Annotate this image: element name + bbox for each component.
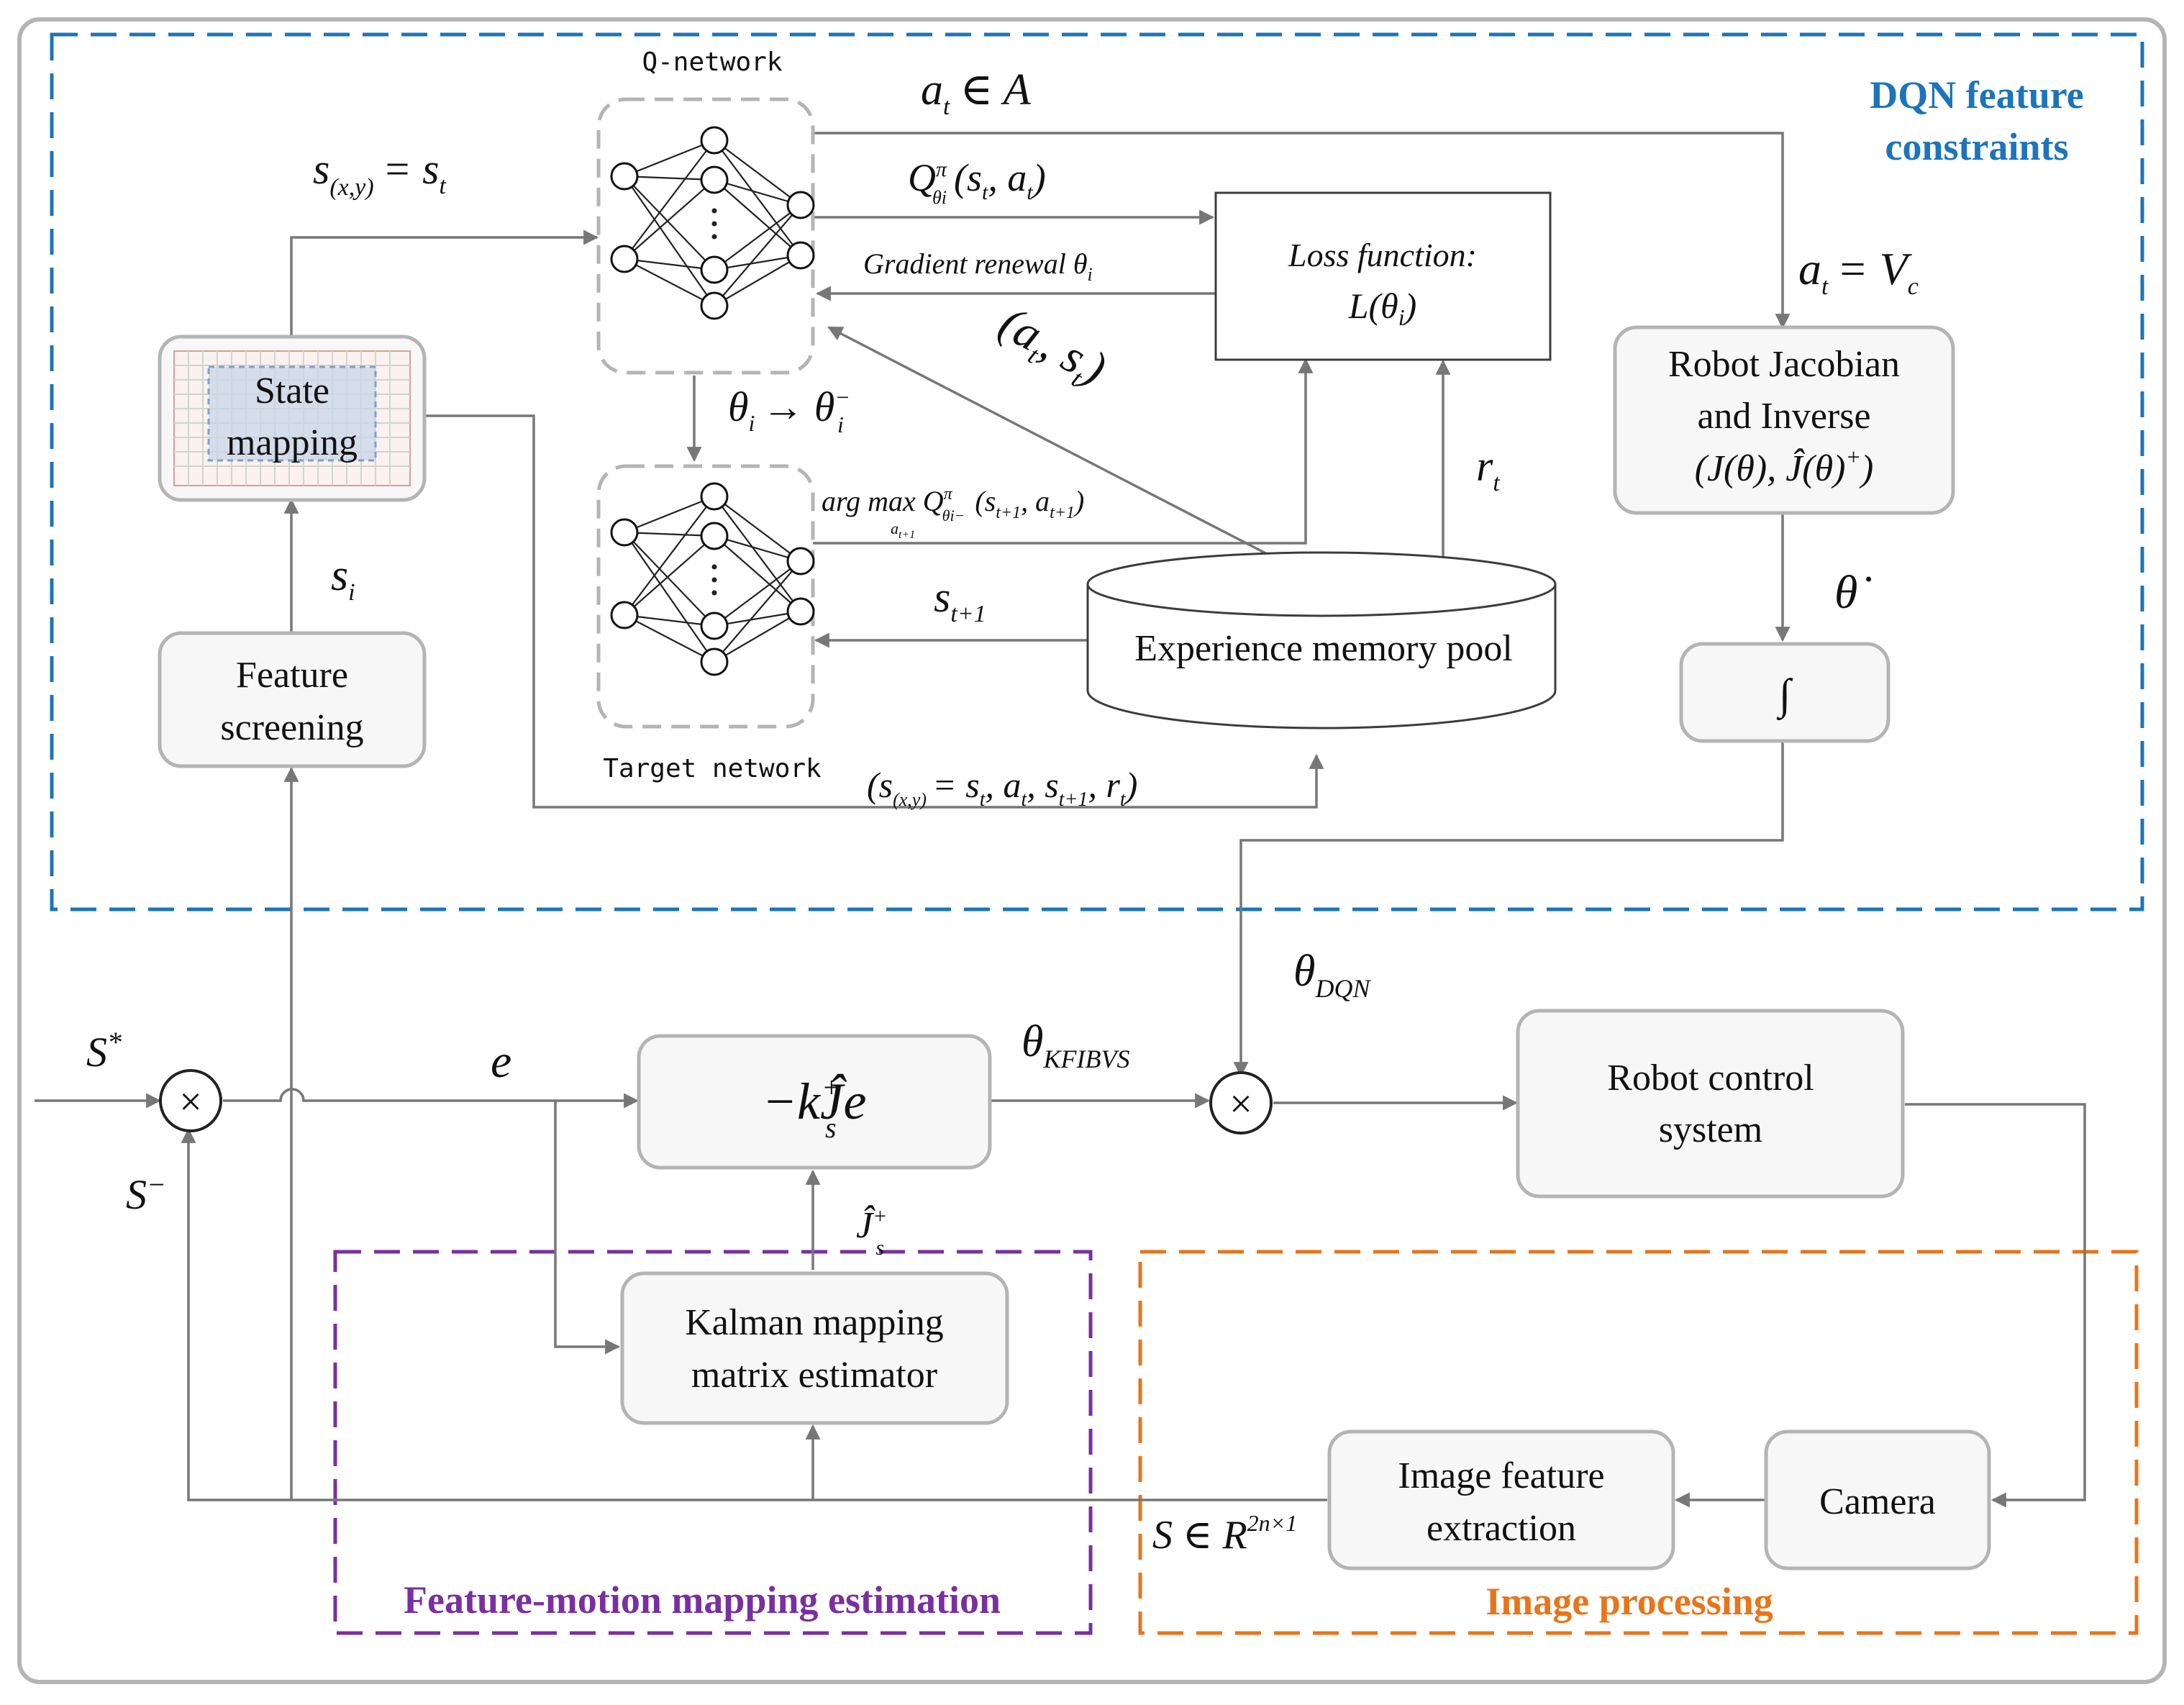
mapping-region-frame: [333, 1250, 1093, 1635]
kalman-label-line1: Kalman mapping: [685, 1302, 944, 1343]
neuron-node: [700, 165, 729, 194]
feature-screening-block: Feature screening: [158, 631, 427, 768]
neuron-node: [700, 522, 729, 550]
state-mapping-label-line2: mapping: [227, 422, 358, 463]
robot-control-label-line2: system: [1659, 1109, 1762, 1150]
target-network-block: Target network: [596, 464, 822, 783]
label-theta-kfibvs: θKFIBVS: [1022, 1017, 1129, 1073]
label-action: at∈ A: [921, 65, 1032, 120]
kalman-estimator-block: Kalman mapping matrix estimator: [620, 1271, 1009, 1425]
integrator-block: ∫: [1679, 642, 1890, 743]
multiply-icon: ×: [179, 1080, 202, 1124]
ellipsis-dot: [711, 577, 717, 583]
ellipsis-dot: [711, 590, 717, 596]
neuron-node: [700, 126, 729, 155]
experience-memory-pool: Experience memory pool: [1086, 551, 1557, 729]
label-s-xy: s(x,y)= st: [313, 145, 447, 201]
neuron-node: [610, 162, 639, 191]
image-region-title: Image processing: [1485, 1580, 1773, 1623]
q-network-neurons: [610, 126, 815, 320]
ellipsis-dot: [711, 221, 717, 227]
state-mapping-label-line1: State: [255, 370, 329, 412]
label-s-i: si: [331, 551, 355, 606]
dqn-region-title-line2: constraints: [1885, 125, 2069, 168]
label-j-hat: Ĵ+s: [856, 1204, 887, 1260]
label-error: e: [491, 1035, 511, 1088]
robot-control-block: Robot control system: [1516, 1009, 1905, 1199]
ellipsis-dot: [711, 564, 717, 570]
neuron-node: [700, 482, 729, 511]
q-network-title: Q-network: [642, 47, 782, 77]
neuron-node: [786, 191, 815, 219]
state-grid-icon: [173, 350, 411, 486]
image-feature-label-line2: extraction: [1427, 1508, 1576, 1549]
loss-function-label-line2: L(θi): [1348, 286, 1417, 330]
neuron-node: [610, 245, 639, 273]
loss-function-block: Loss function: L(θi): [1214, 191, 1552, 361]
experience-pool-label: Experience memory pool: [1134, 628, 1513, 669]
summing-junction-2: ×: [1209, 1071, 1273, 1135]
neuron-node: [786, 547, 815, 576]
integral-icon: ∫: [1777, 670, 1793, 721]
label-gradient-renewal: Gradient renewal θi: [863, 247, 1093, 285]
multiply-icon: ×: [1229, 1082, 1252, 1127]
dqn-region-title-line1: DQN feature: [1870, 73, 2083, 117]
target-network-title: Target network: [603, 754, 822, 783]
label-theta-dot: θ̇: [1834, 566, 1871, 619]
kalman-label-line2: matrix estimator: [691, 1355, 937, 1396]
state-mapping-block: State mapping: [158, 335, 427, 502]
neuron-node: [786, 597, 815, 626]
neuron-node: [786, 241, 815, 270]
jacobian-label-line1: Robot Jacobian: [1668, 344, 1900, 385]
jacobian-label-line2: and Inverse: [1697, 396, 1870, 437]
mapping-region-title: Feature-motion mapping estimation: [404, 1578, 1001, 1622]
q-network-block: Q-network: [596, 47, 815, 375]
feature-screening-label-line1: Feature: [236, 655, 348, 696]
label-s-minus: S−: [126, 1168, 166, 1218]
label-a-s: (at, st): [988, 296, 1114, 400]
camera-block: Camera: [1764, 1429, 1991, 1570]
target-network-neurons: [610, 482, 815, 676]
outer-frame: [17, 17, 2167, 1684]
label-transition-tuple: (s(x,y)= st, at, st+1, rt): [867, 765, 1137, 811]
ellipsis-dot: [711, 208, 717, 214]
label-s-space: S ∈ R2n×1: [1152, 1510, 1297, 1558]
label-at-vc: at= Vc: [1798, 243, 1919, 300]
label-s-next: st+1: [934, 573, 986, 627]
camera-label: Camera: [1819, 1481, 1936, 1522]
jacobian-label-line3: (J(θ), Ĵ(θ)+): [1695, 444, 1874, 489]
ellipsis-dot: [711, 234, 717, 240]
neuron-node: [700, 647, 729, 676]
loss-function-label-line1: Loss function:: [1288, 237, 1477, 273]
image-region-frame: [1138, 1250, 2139, 1635]
summing-junction-1: ×: [159, 1069, 222, 1132]
neuron-node: [610, 601, 639, 629]
neuron-node: [700, 611, 729, 640]
label-reward: rt: [1476, 442, 1501, 496]
signal-wires: [35, 132, 2086, 1508]
dqn-region-frame: [50, 32, 2144, 911]
label-theta-dqn: θDQN: [1293, 947, 1371, 1003]
neuron-node: [700, 291, 729, 320]
label-argmax-under: at+1: [891, 519, 915, 541]
image-feature-label-line1: Image feature: [1398, 1455, 1604, 1496]
label-theta-copy: θi→ θ−i: [728, 383, 850, 437]
robot-control-label-line1: Robot control: [1607, 1058, 1814, 1099]
neuron-node: [610, 518, 639, 547]
feature-screening-label-line2: screening: [220, 707, 363, 748]
image-feature-block: Image feature extraction: [1327, 1429, 1675, 1570]
label-s-star: S*: [86, 1026, 122, 1076]
robot-jacobian-block: Robot Jacobian and Inverse (J(θ), Ĵ(θ)+): [1613, 325, 1955, 515]
neuron-node: [700, 255, 729, 284]
